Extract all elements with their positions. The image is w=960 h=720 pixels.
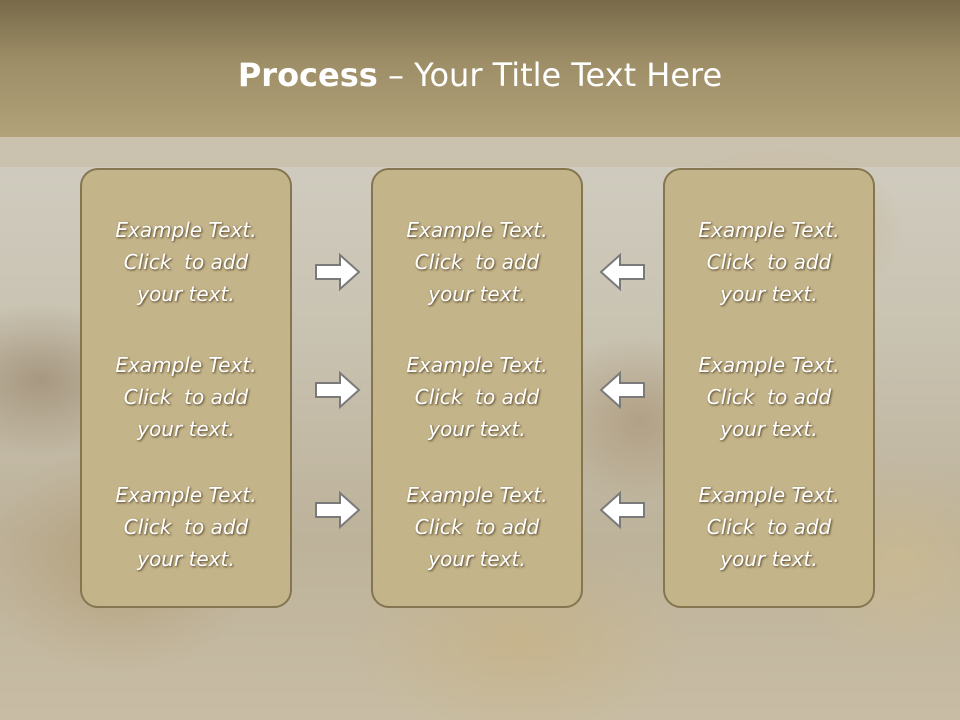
text-line: Example Text. bbox=[406, 353, 548, 377]
text-line: Click to add bbox=[123, 385, 249, 409]
right-arrow-icon[interactable] bbox=[314, 252, 362, 292]
text-line: Example Text. bbox=[115, 483, 257, 507]
right-arrow-icon[interactable] bbox=[314, 370, 362, 410]
left-arrow-icon[interactable] bbox=[598, 370, 646, 410]
text-line: Click to add bbox=[414, 515, 540, 539]
text-line: Example Text. bbox=[406, 483, 548, 507]
right-panel[interactable]: Example Text. Click to add your text. Ex… bbox=[663, 168, 875, 608]
text-block[interactable]: Example Text. Click to add your text. bbox=[373, 214, 581, 310]
text-line: Example Text. bbox=[406, 218, 548, 242]
text-line: your text. bbox=[720, 547, 818, 571]
slide-title[interactable]: Process – Your Title Text Here bbox=[0, 52, 960, 98]
title-bar bbox=[0, 0, 960, 137]
text-block[interactable]: Example Text. Click to add your text. bbox=[82, 214, 290, 310]
text-line: your text. bbox=[720, 417, 818, 441]
text-line: Click to add bbox=[706, 385, 832, 409]
text-line: your text. bbox=[720, 282, 818, 306]
title-rest: – Your Title Text Here bbox=[377, 56, 723, 94]
text-line: Example Text. bbox=[115, 353, 257, 377]
text-line: your text. bbox=[137, 417, 235, 441]
text-line: Example Text. bbox=[698, 218, 840, 242]
text-block[interactable]: Example Text. Click to add your text. bbox=[665, 479, 873, 575]
center-panel[interactable]: Example Text. Click to add your text. Ex… bbox=[371, 168, 583, 608]
title-bar-strip bbox=[0, 137, 960, 167]
left-arrow-icon[interactable] bbox=[598, 490, 646, 530]
text-line: your text. bbox=[428, 417, 526, 441]
text-line: Click to add bbox=[706, 515, 832, 539]
text-line: your text. bbox=[428, 282, 526, 306]
text-line: Example Text. bbox=[698, 353, 840, 377]
text-block[interactable]: Example Text. Click to add your text. bbox=[373, 349, 581, 445]
text-line: Click to add bbox=[706, 250, 832, 274]
text-block[interactable]: Example Text. Click to add your text. bbox=[665, 214, 873, 310]
left-arrow-icon[interactable] bbox=[598, 252, 646, 292]
text-line: Example Text. bbox=[115, 218, 257, 242]
text-line: Click to add bbox=[414, 385, 540, 409]
text-line: your text. bbox=[428, 547, 526, 571]
text-line: your text. bbox=[137, 282, 235, 306]
text-line: Click to add bbox=[123, 250, 249, 274]
text-line: Click to add bbox=[123, 515, 249, 539]
text-block[interactable]: Example Text. Click to add your text. bbox=[82, 479, 290, 575]
text-block[interactable]: Example Text. Click to add your text. bbox=[373, 479, 581, 575]
title-bold: Process bbox=[237, 56, 378, 94]
left-panel[interactable]: Example Text. Click to add your text. Ex… bbox=[80, 168, 292, 608]
text-block[interactable]: Example Text. Click to add your text. bbox=[82, 349, 290, 445]
text-line: your text. bbox=[137, 547, 235, 571]
text-line: Click to add bbox=[414, 250, 540, 274]
text-line: Example Text. bbox=[698, 483, 840, 507]
text-block[interactable]: Example Text. Click to add your text. bbox=[665, 349, 873, 445]
right-arrow-icon[interactable] bbox=[314, 490, 362, 530]
